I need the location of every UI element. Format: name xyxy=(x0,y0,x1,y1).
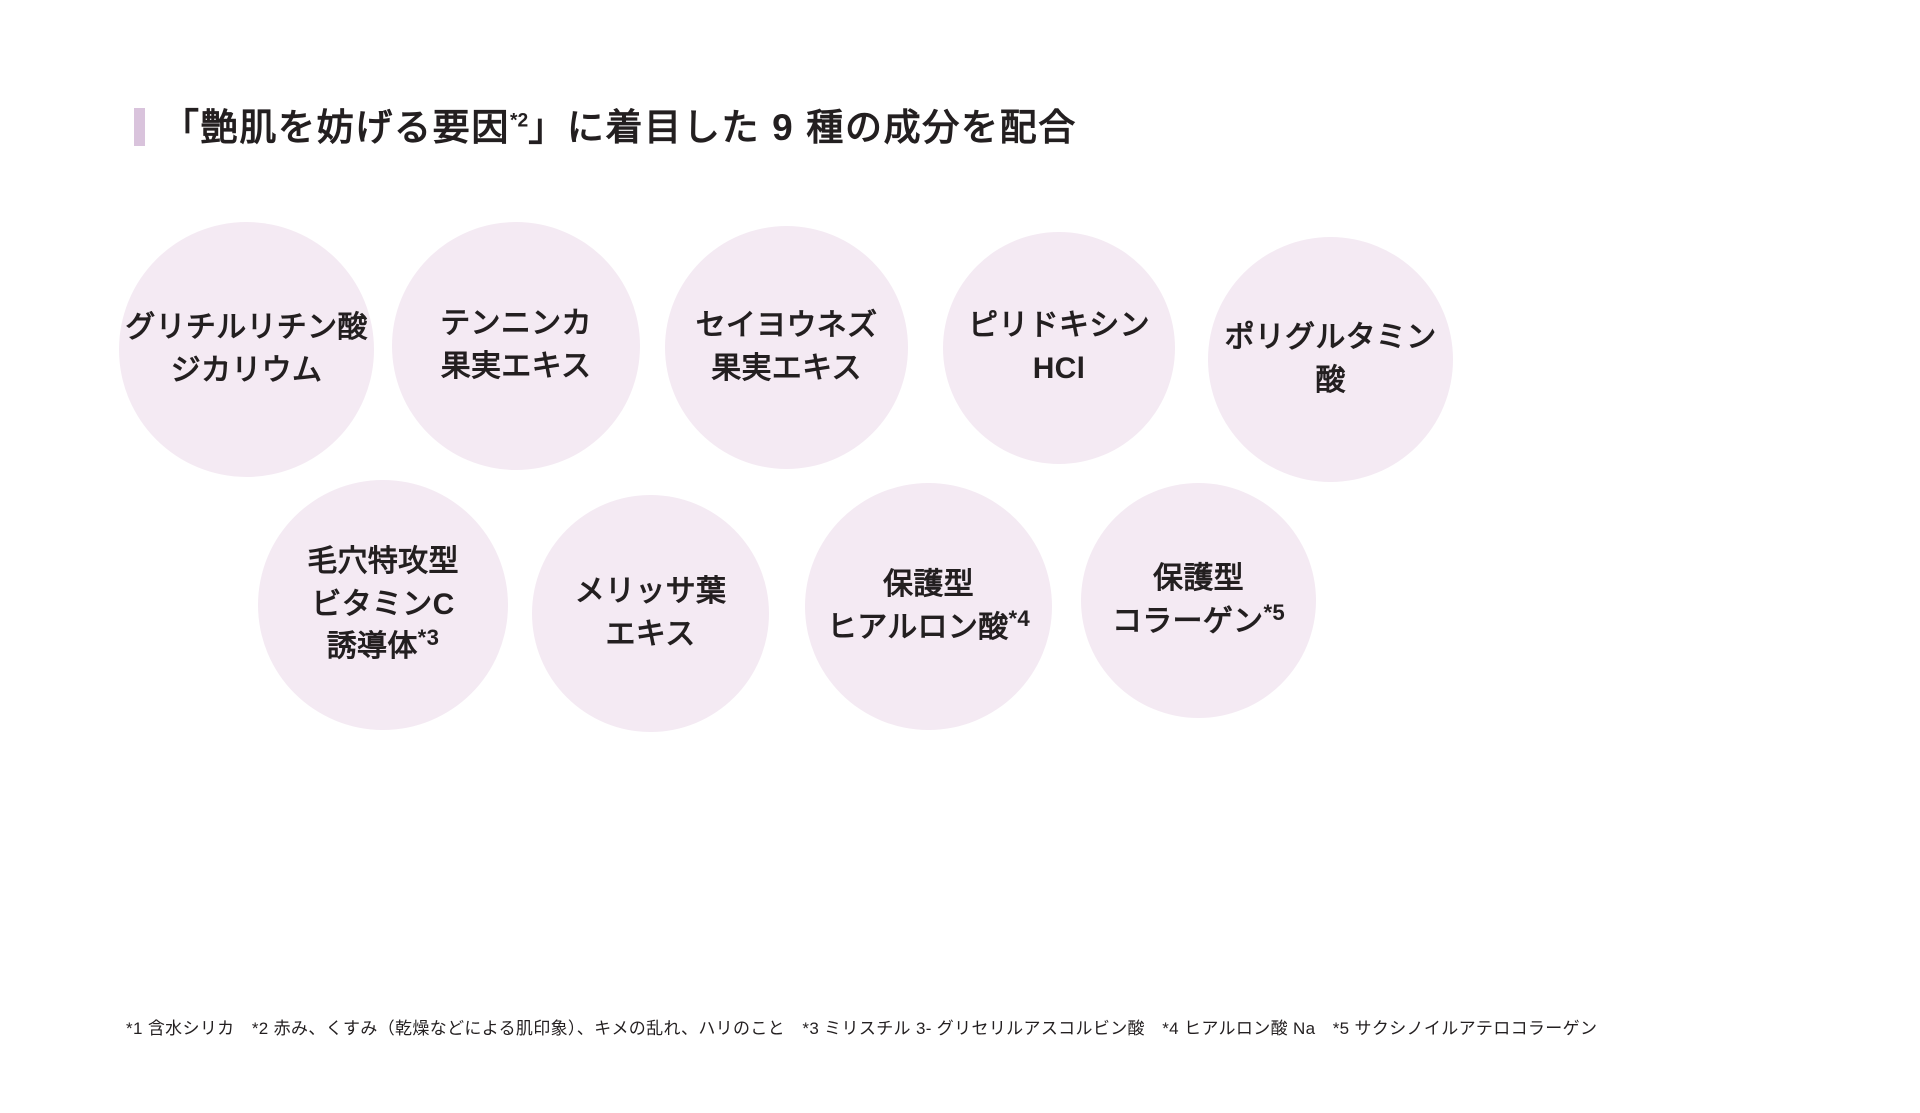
ingredient-circle-hyaluronic-acid: 保護型 ヒアルロン酸*4 xyxy=(805,483,1052,730)
ingredient-footnote-marker: *4 xyxy=(1008,605,1031,631)
ingredient-circle-seiyou-nezu: セイヨウネズ 果実エキス xyxy=(665,226,908,469)
ingredient-footnote-marker: *5 xyxy=(1263,599,1286,625)
ingredient-label: 毛穴特攻型 ビタミンC 誘導体*3 xyxy=(301,541,465,669)
ingredient-circle-pyridoxine-hcl: ピリドキシン HCl xyxy=(943,232,1175,464)
ingredient-label: ピリドキシン HCl xyxy=(968,309,1150,385)
ingredient-label: グリチルリチン酸 ジカリウム xyxy=(125,310,368,387)
ingredient-label: ポリグルタミン酸 xyxy=(1224,320,1437,397)
page-title: 「艶肌を妨げる要因*2」に着目した 9 種の成分を配合 xyxy=(134,108,1077,146)
ingredient-label: 保護型 コラーゲン*5 xyxy=(1106,558,1291,643)
ingredient-label-text: 保護型 ヒアルロン酸 xyxy=(826,567,1009,644)
title-prefix: 「艶肌を妨げる要因 xyxy=(162,106,510,148)
ingredient-circle-melissa-leaf: メリッサ葉 エキス xyxy=(532,495,769,732)
ingredient-circle-polyglutamic-acid: ポリグルタミン酸 xyxy=(1208,237,1453,482)
title-accent-bar xyxy=(134,108,145,146)
ingredient-label: メリッサ葉 エキス xyxy=(574,574,727,651)
ingredient-circle-collagen: 保護型 コラーゲン*5 xyxy=(1081,483,1316,718)
ingredient-label-text: 毛穴特攻型 ビタミンC 誘導体 xyxy=(307,545,459,664)
footnote-text: *1 含水シリカ *2 赤み、くすみ（乾燥などによる肌印象）、キメの乱れ、ハリの… xyxy=(126,1019,1598,1038)
ingredient-circle-tenninka: テンニンカ 果実エキス xyxy=(392,222,640,470)
page-title-text: 「艶肌を妨げる要因*2」に着目した 9 種の成分を配合 xyxy=(162,109,1077,146)
ingredient-label: セイヨウネズ 果実エキス xyxy=(695,308,878,385)
title-footnote-marker: *2 xyxy=(510,110,529,132)
ingredient-label-text: 保護型 コラーゲン xyxy=(1111,561,1264,638)
title-suffix: 」に着目した 9 種の成分を配合 xyxy=(528,106,1077,148)
ingredient-label: テンニンカ 果実エキス xyxy=(440,307,592,383)
ingredient-footnote-marker: *3 xyxy=(417,625,440,651)
ingredient-label: 保護型 ヒアルロン酸*4 xyxy=(821,564,1036,649)
ingredient-circle-vitamin-c-derivative: 毛穴特攻型 ビタミンC 誘導体*3 xyxy=(258,480,508,730)
ingredient-circle-glycyrrhizinate: グリチルリチン酸 ジカリウム xyxy=(119,222,374,477)
